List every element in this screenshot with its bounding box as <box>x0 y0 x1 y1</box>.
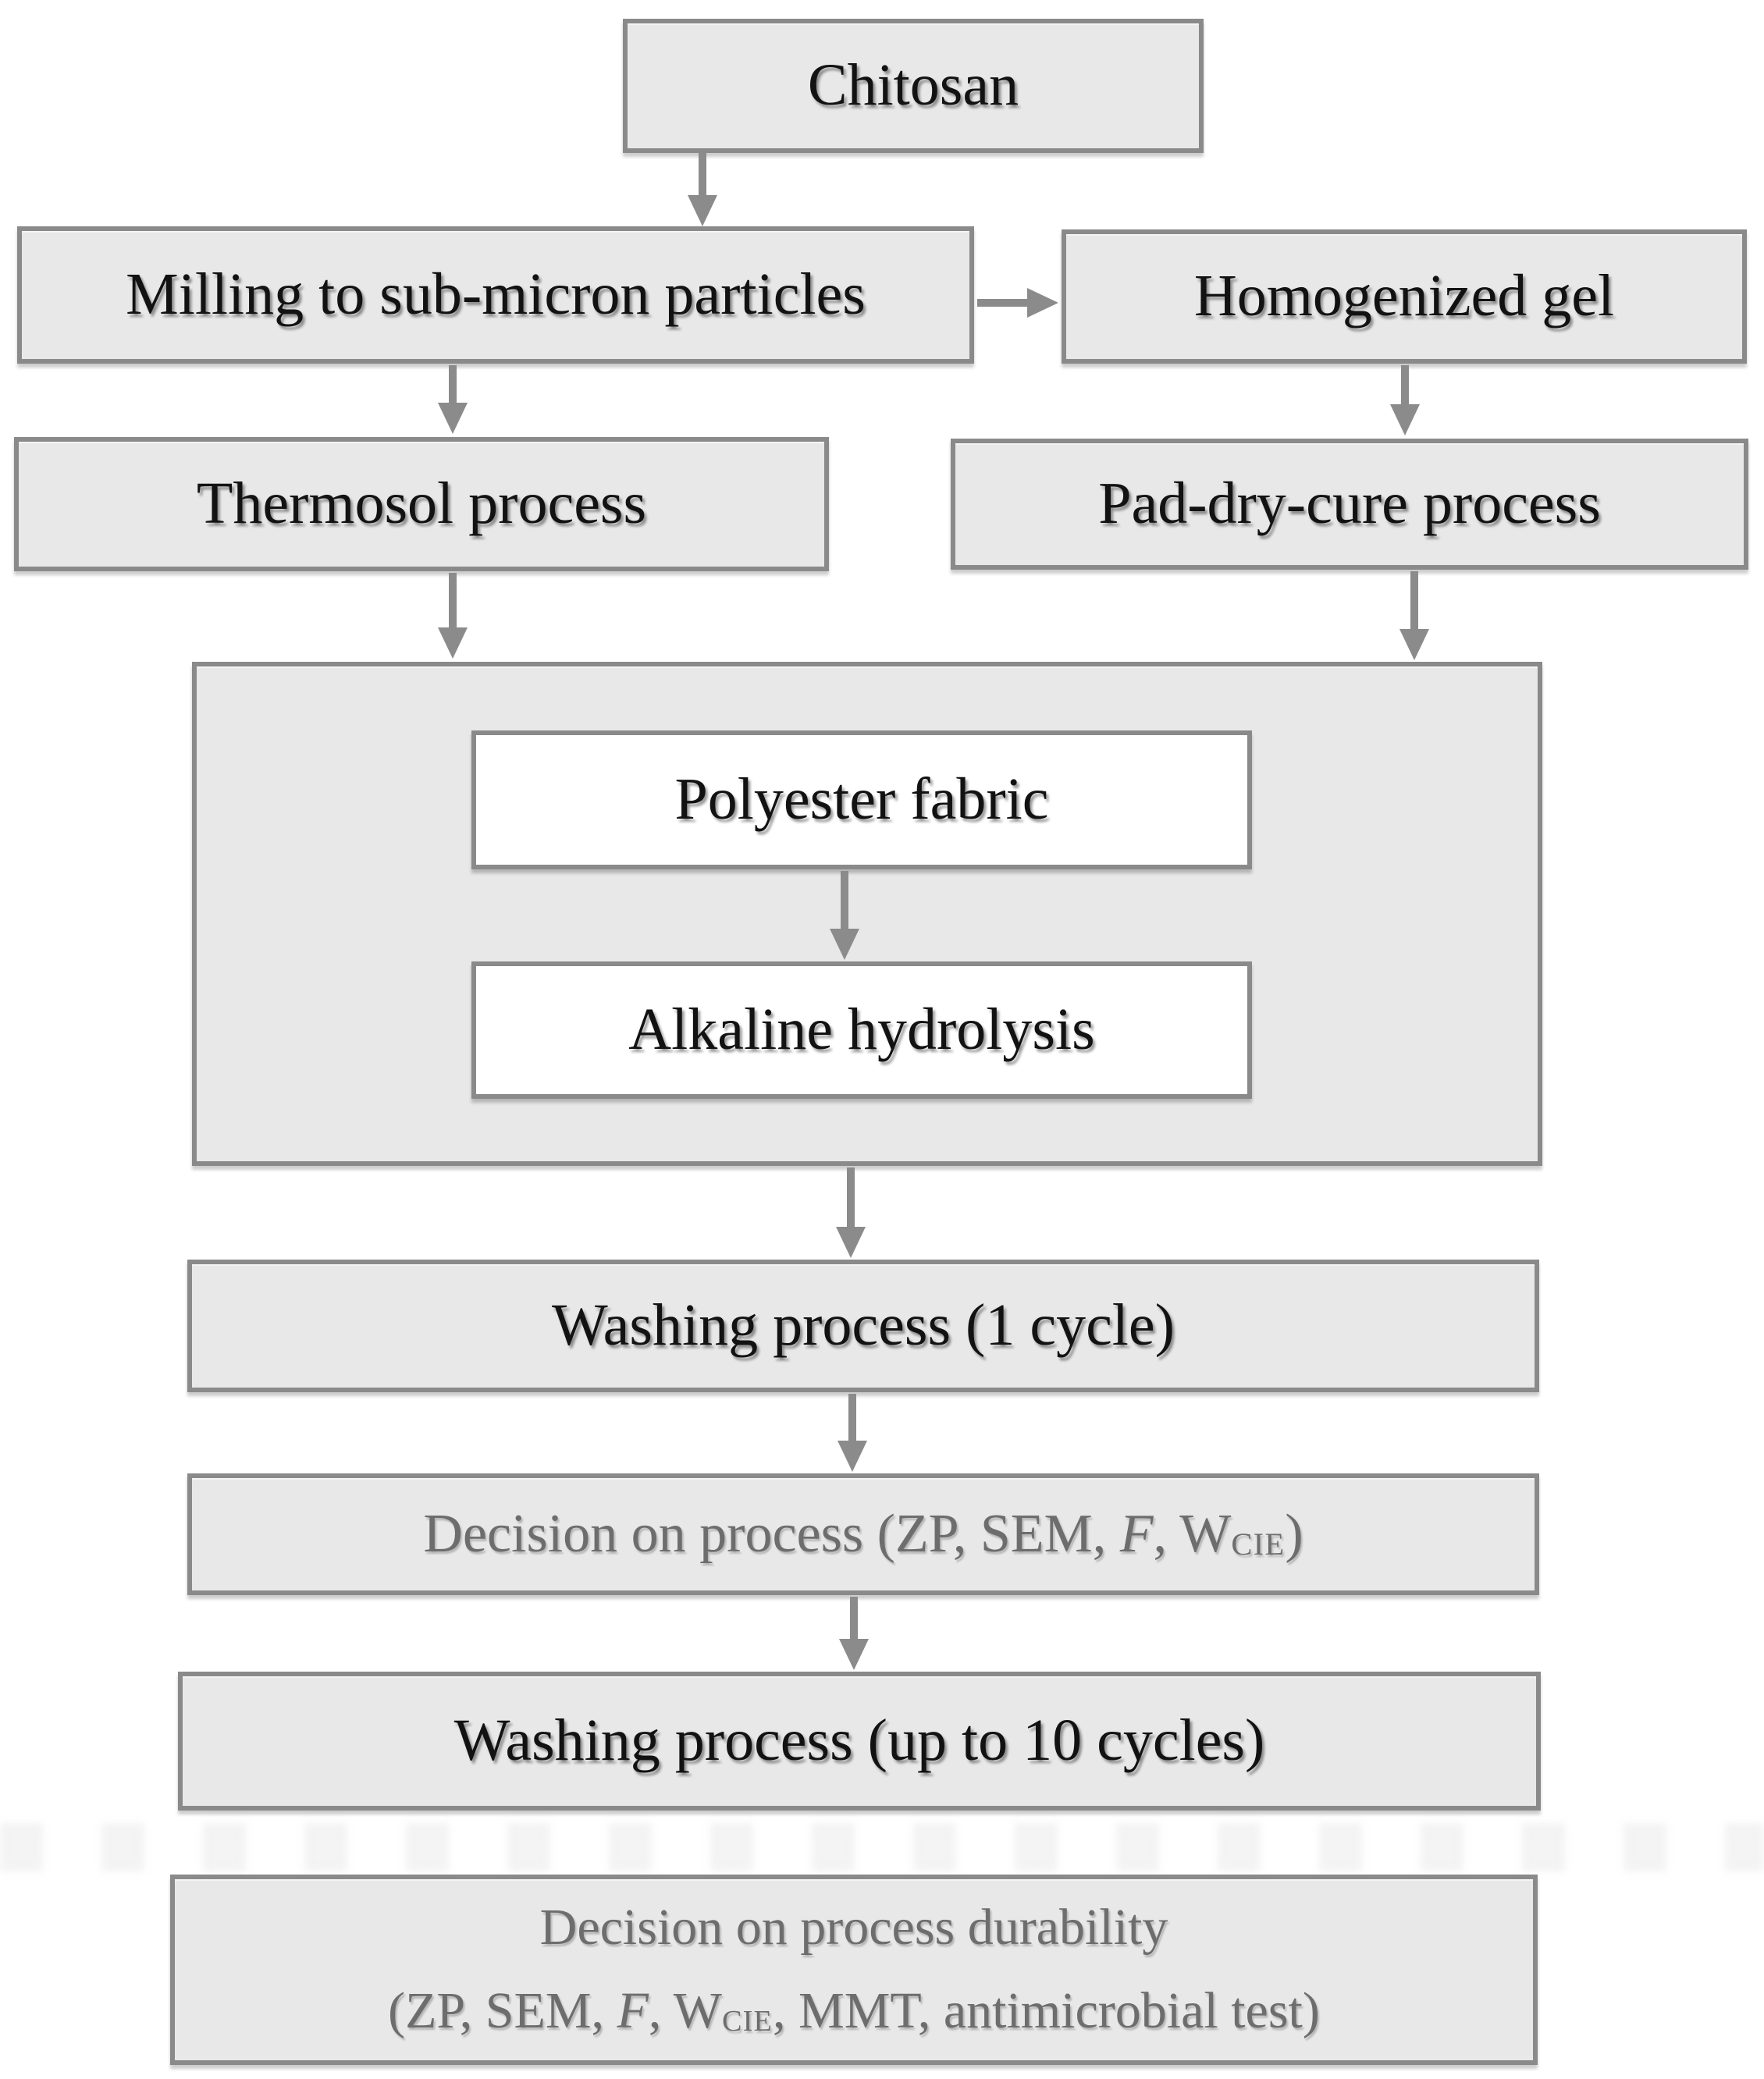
node-milling: Milling to sub-micron particles <box>17 226 974 364</box>
arrow-milling-to-homogenized-gel-icon <box>977 288 1058 318</box>
node-polyester-fabric-label: Polyester fabric <box>674 766 1049 833</box>
ghost-artifact-band <box>0 1823 1764 1871</box>
arrow-pad-dry-cure-to-group-icon <box>1399 571 1429 660</box>
node-chitosan: Chitosan <box>623 19 1204 153</box>
arrow-homogenized-gel-to-pad-dry-cure-icon <box>1390 365 1420 435</box>
node-decision-process-label: Decision on process (ZP, SEM, F, WCIE) <box>423 1503 1303 1564</box>
node-pad-dry-cure: Pad-dry-cure process <box>951 439 1748 570</box>
node-chitosan-label: Chitosan <box>807 52 1019 119</box>
node-alkaline-hydrolysis-label: Alkaline hydrolysis <box>628 997 1095 1063</box>
node-thermosol: Thermosol process <box>14 437 829 571</box>
node-thermosol-label: Thermosol process <box>196 471 647 537</box>
node-homogenized-gel-label: Homogenized gel <box>1193 263 1615 329</box>
node-pad-dry-cure-label: Pad-dry-cure process <box>1098 471 1601 537</box>
node-polyester-fabric: Polyester fabric <box>471 730 1252 869</box>
node-washing-1-cycle: Washing process (1 cycle) <box>187 1260 1539 1392</box>
arrow-chitosan-to-milling-icon <box>688 153 717 226</box>
arrow-washing-1-to-decision-icon <box>838 1394 867 1472</box>
node-washing-10-cycles: Washing process (up to 10 cycles) <box>178 1672 1541 1811</box>
arrow-thermosol-to-group-icon <box>438 573 468 659</box>
node-washing-10-cycles-label: Washing process (up to 10 cycles) <box>453 1708 1265 1774</box>
node-washing-1-cycle-label: Washing process (1 cycle) <box>552 1292 1175 1359</box>
node-homogenized-gel: Homogenized gel <box>1062 229 1747 364</box>
node-alkaline-hydrolysis: Alkaline hydrolysis <box>471 961 1252 1099</box>
node-decision-process: Decision on process (ZP, SEM, F, WCIE) <box>187 1473 1539 1595</box>
arrow-polyester-to-alkaline-icon <box>830 871 859 960</box>
arrow-group-to-washing-1-icon <box>836 1167 866 1258</box>
node-decision-durability: Decision on process durability(ZP, SEM, … <box>170 1875 1538 2065</box>
arrow-decision-to-washing-10-icon <box>839 1597 869 1670</box>
node-milling-label: Milling to sub-micron particles <box>126 261 866 328</box>
arrow-milling-to-thermosol-icon <box>438 365 468 434</box>
node-decision-durability-label: Decision on process durability(ZP, SEM, … <box>388 1899 1320 2039</box>
